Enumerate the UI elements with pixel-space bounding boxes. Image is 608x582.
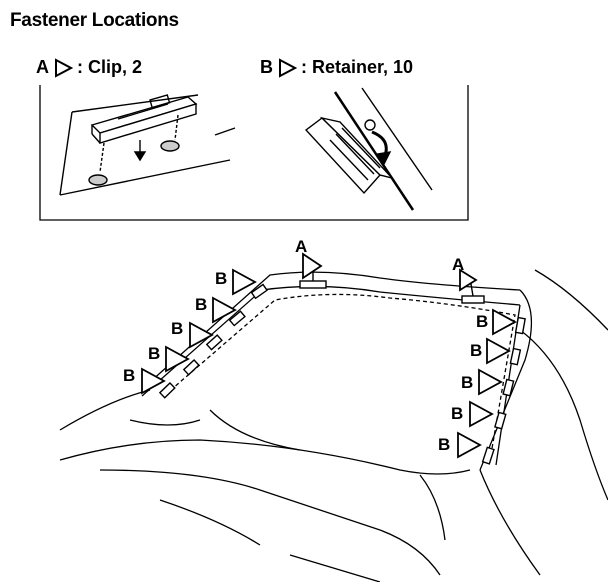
triangle-pointer-icon <box>492 308 517 336</box>
legend-retainer-text: : Retainer, 10 <box>301 57 414 77</box>
retainer-fastener <box>514 316 526 335</box>
callout-label-b: B <box>470 341 482 360</box>
triangle-pointer-icon <box>459 268 478 292</box>
retainer-fastener <box>205 334 223 351</box>
legend-retainer-letter: B <box>260 57 273 77</box>
triangle-pointer-icon <box>189 321 214 349</box>
callout-label-a: A <box>452 255 464 274</box>
callout-triangles <box>141 252 517 459</box>
clip-fastener <box>461 295 485 304</box>
triangle-pointer-icon <box>141 367 166 395</box>
triangle-pointer-icon <box>55 57 73 78</box>
callout-label-b: B <box>215 269 227 288</box>
windshield-frame <box>59 269 608 582</box>
triangle-pointer-icon <box>232 268 257 296</box>
callout-labels: A A B B B B B B B B B B <box>123 237 488 454</box>
retainer-fastener <box>250 283 269 300</box>
retainer-fastener <box>228 310 246 327</box>
diagram-title: Fastener Locations <box>10 10 179 31</box>
callout-label-b: B <box>476 312 488 331</box>
callout-label-b: B <box>171 319 183 338</box>
triangle-pointer-icon <box>165 345 190 373</box>
triangle-pointer-icon <box>212 296 237 324</box>
clip-detail-illustration <box>59 94 236 196</box>
callout-label-b: B <box>461 373 473 392</box>
callout-label-b: B <box>451 404 463 423</box>
retainer-fastener <box>182 359 200 376</box>
legend-clip-text: : Clip, 2 <box>77 57 143 77</box>
retainer-fastener <box>494 411 507 430</box>
detail-frame <box>39 85 469 221</box>
triangle-pointer-icon <box>302 252 323 280</box>
legend-retainer: B : Retainer, 10 <box>260 57 413 78</box>
callout-label-b: B <box>438 435 450 454</box>
callout-label-b: B <box>148 344 160 363</box>
retainer-fastener <box>509 347 522 366</box>
triangle-pointer-icon <box>469 400 494 428</box>
triangle-pointer-icon <box>478 368 503 396</box>
callout-label-a: A <box>295 237 307 256</box>
retainer-fastener <box>158 381 176 399</box>
callout-label-b: B <box>123 366 135 385</box>
legend-clip-letter: A <box>36 57 49 77</box>
retainer-detail-illustration <box>304 87 433 211</box>
clip-fastener-marks <box>299 270 485 304</box>
clip-fastener <box>299 280 327 289</box>
legend-clip: A : Clip, 2 <box>36 57 142 78</box>
retainer-fastener-marks <box>158 283 526 465</box>
retainer-fastener <box>502 378 515 397</box>
triangle-pointer-icon <box>486 337 511 365</box>
triangle-pointer-icon <box>457 431 482 459</box>
triangle-pointer-icon <box>279 57 297 78</box>
retainer-fastener <box>481 446 495 465</box>
callout-label-b: B <box>195 295 207 314</box>
